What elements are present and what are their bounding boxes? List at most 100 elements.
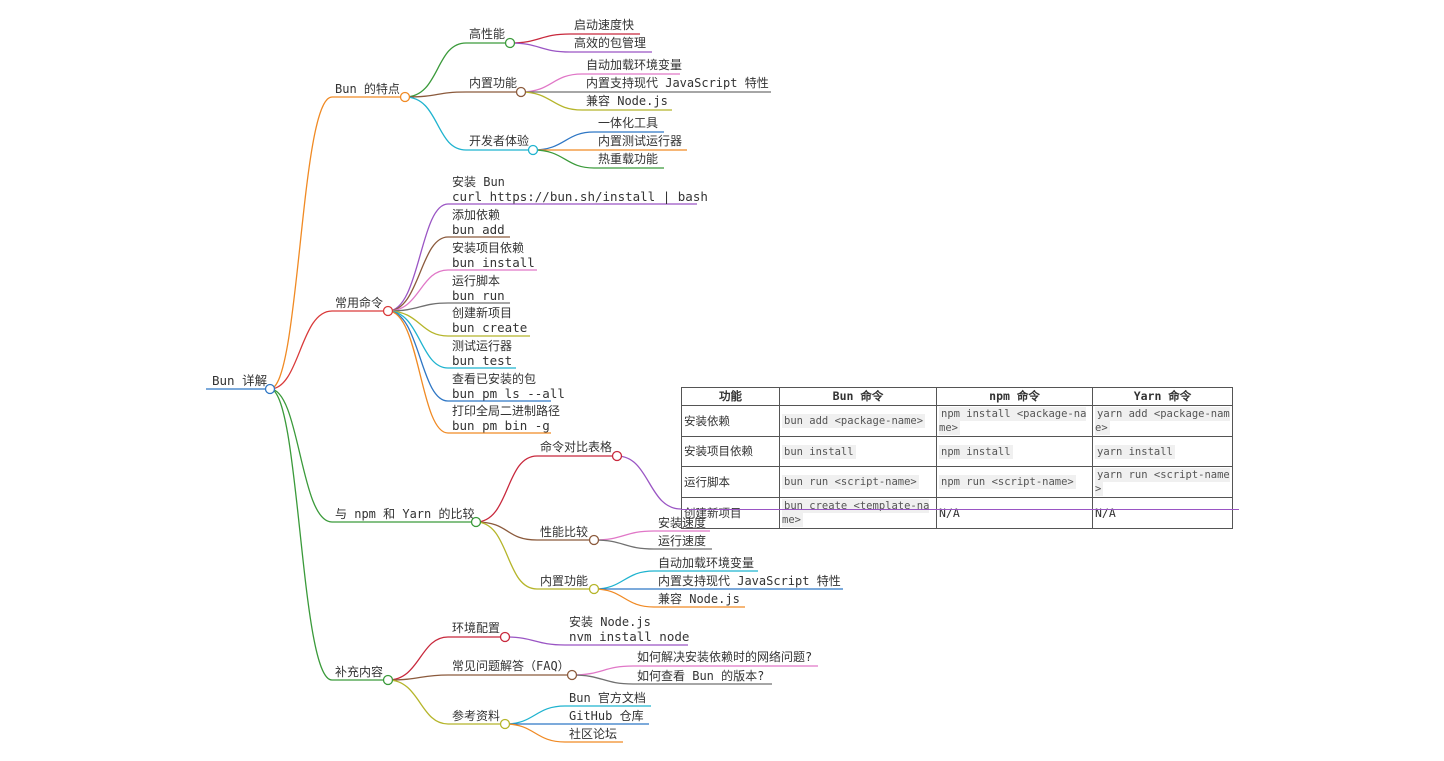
table-collapse-dot[interactable] bbox=[611, 450, 623, 462]
svg-text:命令对比表格: 命令对比表格 bbox=[540, 439, 612, 454]
header-bun: Bun 命令 bbox=[779, 387, 937, 406]
node-dx[interactable]: 开发者体验 bbox=[469, 133, 529, 148]
leaf-cmp-env-vars: 自动加载环境变量 bbox=[658, 555, 754, 570]
node-features[interactable]: Bun 的特点 bbox=[335, 81, 400, 96]
leaf-cmp-modern-js: 内置支持现代 JavaScript 特性 bbox=[658, 573, 841, 588]
node-extra[interactable]: 补充内容 bbox=[335, 664, 383, 679]
cell-feature: 安装依赖 bbox=[681, 405, 780, 437]
leaf-all-in-one: 一体化工具 bbox=[598, 116, 658, 130]
svg-text:补充内容: 补充内容 bbox=[335, 664, 383, 679]
cell-yarn: yarn run <script-name> bbox=[1092, 466, 1233, 498]
leaf-modern-js: 内置支持现代 JavaScript 特性 bbox=[586, 75, 769, 90]
leaf-ref-docs[interactable]: Bun 官方文档 bbox=[569, 690, 646, 705]
header-npm: npm 命令 bbox=[936, 387, 1093, 406]
svg-text:性能比较: 性能比较 bbox=[540, 524, 588, 539]
cell-yarn: yarn install bbox=[1092, 436, 1233, 467]
cell-npm: N/A bbox=[936, 497, 1093, 529]
leaf-hot-reload: 热重载功能 bbox=[598, 152, 658, 166]
cell-feature: 运行脚本 bbox=[681, 466, 780, 498]
builtin-collapse-dot[interactable] bbox=[515, 86, 527, 98]
svg-text:打印全局二进制路径: 打印全局二进制路径 bbox=[452, 403, 560, 418]
svg-text:创建新项目: 创建新项目 bbox=[452, 305, 512, 320]
svg-text:bun run: bun run bbox=[452, 288, 505, 303]
cmd-install-bun: 安装 Bun curl https://bun.sh/install | bas… bbox=[452, 174, 708, 204]
performance-collapse-dot[interactable] bbox=[504, 37, 516, 49]
svg-text:测试运行器: 测试运行器 bbox=[452, 338, 512, 353]
leaf-ref-github[interactable]: GitHub 仓库 bbox=[569, 708, 644, 723]
cell-feature: 创建新项目 bbox=[681, 497, 780, 529]
compare-builtin-collapse-dot[interactable] bbox=[588, 583, 600, 595]
cell-yarn: yarn add <package-name> bbox=[1092, 405, 1233, 437]
cmd-test: 测试运行器 bun test bbox=[452, 338, 512, 368]
cmd-create: 创建新项目 bun create bbox=[452, 305, 527, 335]
leaf-nvm-cmd: nvm install node bbox=[569, 629, 689, 644]
svg-text:bun pm ls --all: bun pm ls --all bbox=[452, 386, 565, 401]
node-commands[interactable]: 常用命令 bbox=[335, 295, 383, 310]
env-collapse-dot[interactable] bbox=[499, 631, 511, 643]
cmd-run: 运行脚本 bun run bbox=[452, 273, 505, 303]
root-collapse-dot[interactable] bbox=[264, 383, 276, 395]
svg-text:Bun 的特点: Bun 的特点 bbox=[335, 81, 400, 96]
svg-text:参考资料: 参考资料 bbox=[452, 708, 500, 723]
commands-collapse-dot[interactable] bbox=[382, 305, 394, 317]
table-row: 运行脚本 bun run <script-name> npm run <scri… bbox=[681, 466, 1233, 498]
leaf-env-vars: 自动加载环境变量 bbox=[586, 57, 682, 72]
node-performance[interactable]: 高性能 bbox=[469, 26, 505, 41]
branch-features bbox=[269, 96, 405, 390]
svg-text:内置功能: 内置功能 bbox=[540, 574, 588, 588]
leaf-cmp-node-compat: 兼容 Node.js bbox=[658, 591, 740, 606]
faq-collapse-dot[interactable] bbox=[566, 669, 578, 681]
svg-text:高性能: 高性能 bbox=[469, 26, 505, 41]
cmd-add: 添加依赖 bun add bbox=[452, 207, 505, 237]
features-collapse-dot[interactable] bbox=[399, 91, 411, 103]
node-compare-builtin[interactable]: 内置功能 bbox=[540, 574, 588, 588]
node-perf-compare[interactable]: 性能比较 bbox=[540, 524, 588, 539]
perf-compare-collapse-dot[interactable] bbox=[588, 534, 600, 546]
branch-commands bbox=[269, 310, 388, 390]
svg-text:bun add: bun add bbox=[452, 222, 505, 237]
header-feature: 功能 bbox=[681, 387, 780, 406]
leaf-package-mgmt: 高效的包管理 bbox=[574, 35, 646, 50]
cell-feature: 安装项目依赖 bbox=[681, 436, 780, 467]
table-row: 安装项目依赖 bun install npm install yarn inst… bbox=[681, 436, 1233, 467]
cell-bun: bun add <package-name> bbox=[779, 405, 937, 437]
cmd-install: 安装项目依赖 bun install bbox=[452, 240, 535, 270]
table-row: 创建新项目 bun create <template-name> N/A N/A bbox=[681, 497, 1233, 529]
svg-text:开发者体验: 开发者体验 bbox=[469, 133, 529, 148]
leaf-test-runner: 内置测试运行器 bbox=[598, 133, 682, 148]
node-refs[interactable]: 参考资料 bbox=[452, 708, 500, 723]
svg-text:运行脚本: 运行脚本 bbox=[452, 273, 500, 288]
node-faq[interactable]: 常见问题解答（FAQ） bbox=[452, 658, 570, 673]
leaf-node-compat: 兼容 Node.js bbox=[586, 93, 668, 108]
leaf-install-node: 安装 Node.js bbox=[569, 614, 651, 629]
header-yarn: Yarn 命令 bbox=[1092, 387, 1233, 406]
svg-text:内置功能: 内置功能 bbox=[469, 76, 517, 90]
leaf-ref-forum[interactable]: 社区论坛 bbox=[569, 726, 617, 741]
refs-collapse-dot[interactable] bbox=[499, 718, 511, 730]
table-underline bbox=[681, 509, 1239, 510]
table-row: 安装依赖 bun add <package-name> npm install … bbox=[681, 405, 1233, 437]
node-compare[interactable]: 与 npm 和 Yarn 的比较 bbox=[335, 506, 474, 521]
table-header-row: 功能 Bun 命令 npm 命令 Yarn 命令 bbox=[681, 387, 1233, 406]
extra-collapse-dot[interactable] bbox=[382, 674, 394, 686]
cell-npm: npm install bbox=[936, 436, 1093, 467]
compare-collapse-dot[interactable] bbox=[470, 516, 482, 528]
node-table[interactable]: 命令对比表格 bbox=[540, 439, 612, 454]
leaf-run-speed: 运行速度 bbox=[658, 533, 706, 548]
dx-collapse-dot[interactable] bbox=[527, 144, 539, 156]
leaf-faq-network: 如何解决安装依赖时的网络问题? bbox=[637, 649, 812, 664]
node-env[interactable]: 环境配置 bbox=[452, 620, 500, 635]
svg-text:bun test: bun test bbox=[452, 353, 512, 368]
svg-text:安装 Bun: 安装 Bun bbox=[452, 174, 505, 189]
branch-compare bbox=[269, 388, 476, 523]
leaf-fast-start: 启动速度快 bbox=[574, 17, 634, 32]
command-comparison-table: 功能 Bun 命令 npm 命令 Yarn 命令 安装依赖 bun add <p… bbox=[681, 387, 1233, 529]
node-builtin[interactable]: 内置功能 bbox=[469, 76, 517, 90]
cell-bun: bun run <script-name> bbox=[779, 466, 937, 498]
root-node[interactable]: Bun 详解 bbox=[206, 373, 270, 390]
svg-text:常见问题解答（FAQ）: 常见问题解答（FAQ） bbox=[452, 658, 570, 673]
cell-yarn: N/A bbox=[1092, 497, 1233, 529]
cmd-pm-ls: 查看已安装的包 bun pm ls --all bbox=[452, 371, 565, 401]
cell-bun: bun install bbox=[779, 436, 937, 467]
